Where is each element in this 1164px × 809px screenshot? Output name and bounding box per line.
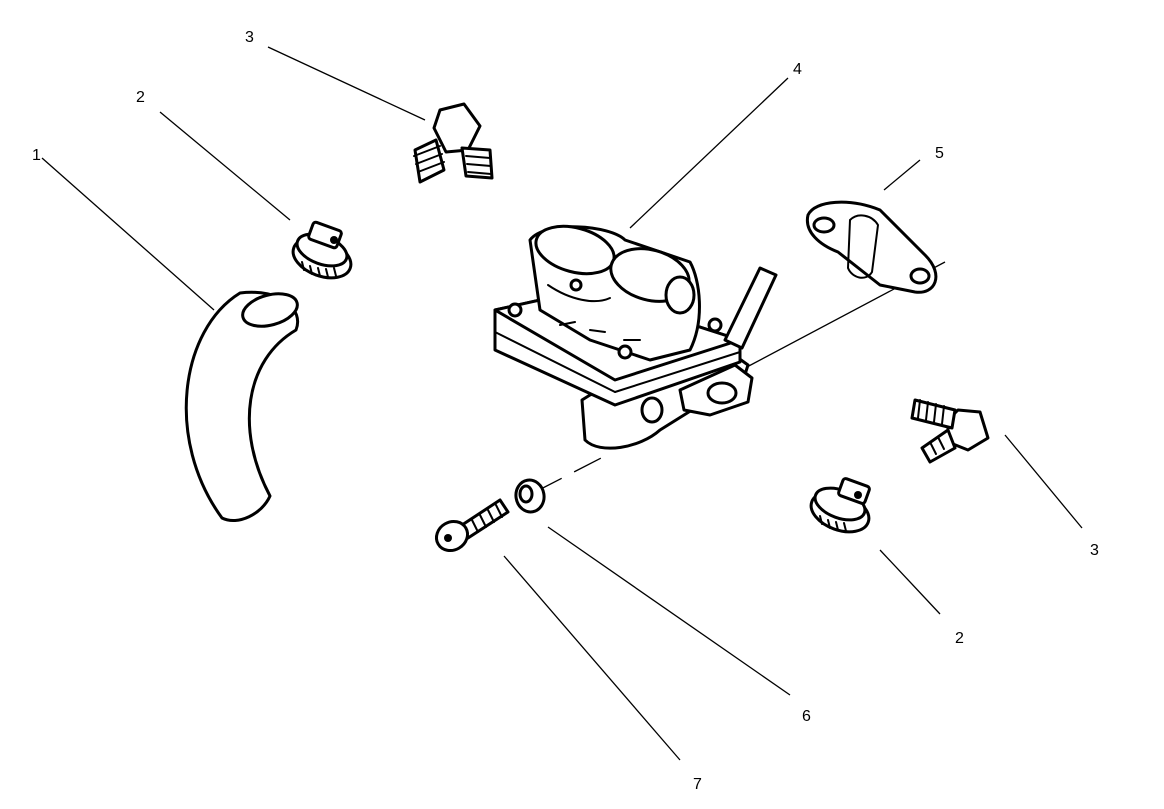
callout-2-bottom: 2 [955,630,964,647]
callout-4: 4 [793,61,802,78]
leader-line-2-top [159,111,291,221]
screw-axis-line [534,455,606,493]
fuel-hose-icon [184,290,300,523]
callout-3-bottom: 3 [1090,542,1099,559]
gasket-icon [805,200,938,294]
washer-icon [514,478,546,514]
callout-labels: 1 2 3 4 5 3 2 6 7 [32,29,1099,793]
leader-line-7 [503,555,681,761]
leader-lines [41,46,1083,761]
callout-2-top: 2 [136,89,145,106]
callout-3-top: 3 [245,29,254,46]
leader-line-3-top [267,46,426,121]
callout-7: 7 [693,776,702,793]
callout-1: 1 [32,147,41,164]
callout-5: 5 [935,145,944,162]
leader-line-3-bottom [1004,434,1083,529]
fuel-pump-icon [493,224,778,450]
hose-clamp-icon-top [291,220,353,280]
leader-line-4 [629,77,789,229]
leader-line-2-bottom [879,549,941,615]
leader-line-1 [41,157,215,311]
screw-icon [434,498,510,553]
callout-6: 6 [802,708,811,725]
elbow-fitting-icon-top [413,102,494,184]
leader-line-6 [547,526,791,696]
hose-clamp-icon-bottom [809,477,871,534]
elbow-fitting-icon-bottom [910,398,990,464]
leader-line-5 [883,159,921,191]
